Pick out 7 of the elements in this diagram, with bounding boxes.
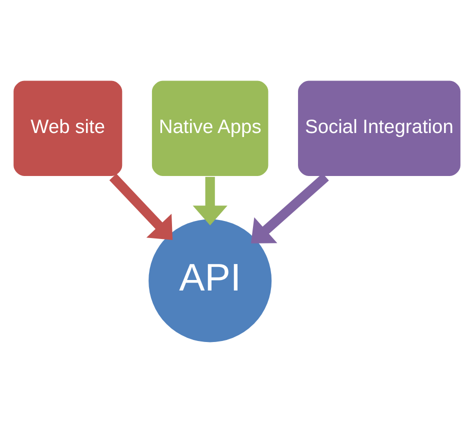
arrow	[250, 173, 329, 244]
node-box: Native Apps	[150, 78, 270, 178]
node-circle: API	[146, 217, 274, 344]
arrow	[109, 174, 173, 240]
arrow	[192, 176, 228, 226]
node-box: Web site	[12, 78, 124, 178]
node-box: Social Integration	[296, 78, 462, 178]
